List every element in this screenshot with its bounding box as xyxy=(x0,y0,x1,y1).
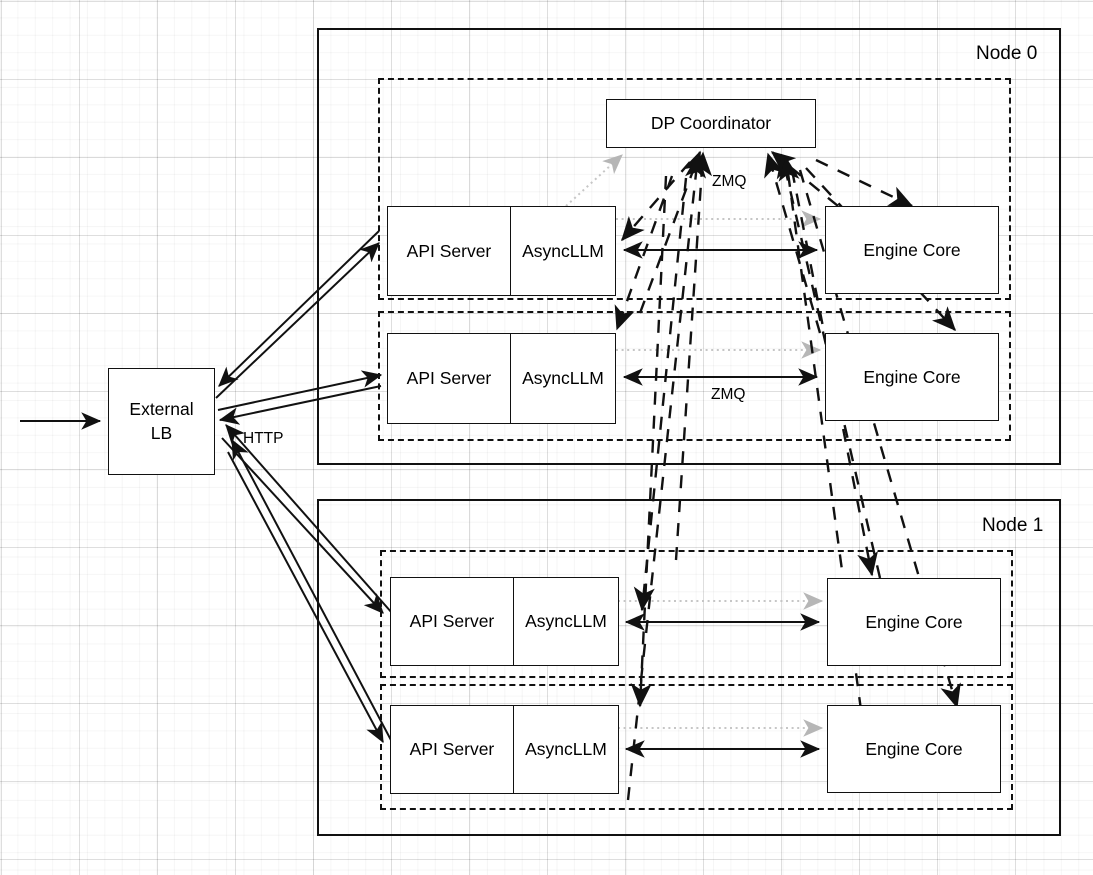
edge-coordinator-to-n0g1-enginecore xyxy=(805,167,956,332)
edge-coordinator-to-n0g1-asyncllm xyxy=(614,175,674,331)
edge-n0g1-api-to-lb xyxy=(218,385,382,425)
edge-n0g1-enginecore-to-coordinator xyxy=(764,152,822,334)
node-0-label: Node 0 xyxy=(976,43,1038,64)
dp-coordinator-box[interactable]: DP Coordinator xyxy=(606,99,816,148)
node-1-group-0-server-unit[interactable]: API Server AsyncLLM xyxy=(390,577,619,666)
node-1-group-0 xyxy=(380,550,1013,678)
api-server-cell[interactable]: API Server xyxy=(388,207,511,295)
edge-lb-to-n1g0-api xyxy=(221,437,384,614)
edge-n1g0-asyncllm-to-coordinator xyxy=(674,151,713,561)
node-1-group-1 xyxy=(380,684,1013,810)
node-0-group-1-server-unit[interactable]: API Server AsyncLLM xyxy=(387,333,616,424)
edge-lb-to-n1g1-api xyxy=(227,451,384,744)
node-0-group-0-server-unit[interactable]: API Server AsyncLLM xyxy=(387,206,616,296)
edge-lb-to-n0g1-api xyxy=(217,370,383,411)
edge-n1g0-api-to-lb xyxy=(225,424,393,614)
edge-n0g1-asyncllm-to-coordinator xyxy=(638,150,703,314)
node-1-container xyxy=(317,499,1061,836)
zmq-label-second: ZMQ xyxy=(711,386,746,403)
edge-lb-to-n0g0-api xyxy=(215,242,380,399)
edge-coordinator-to-n1g0-enginecore xyxy=(790,169,878,577)
asyncllm-cell[interactable]: AsyncLLM xyxy=(525,739,607,759)
external-lb-label-line1: External xyxy=(129,399,194,420)
zmq-label-top: ZMQ xyxy=(712,173,747,190)
edge-coordinator-to-n1g1-asyncllm xyxy=(630,175,668,708)
node-1-group-1-engine-core[interactable]: Engine Core xyxy=(827,705,1001,793)
external-lb-label-line2: LB xyxy=(150,422,173,443)
node-0-container xyxy=(317,28,1061,465)
edge-coordinator-to-n0g0-asyncllm xyxy=(621,161,691,242)
asyncllm-cell[interactable]: AsyncLLM xyxy=(522,240,604,261)
edge-coordinator-to-n0g0-enginecore xyxy=(815,158,914,208)
asyncllm-cell[interactable]: AsyncLLM xyxy=(525,611,607,631)
node-1-group-0-engine-core[interactable]: Engine Core xyxy=(827,578,1001,666)
api-server-cell[interactable]: API Server xyxy=(388,334,511,423)
edge-n1g1-api-to-lb xyxy=(231,438,393,743)
node-1-group-1-server-unit[interactable]: API Server AsyncLLM xyxy=(390,705,619,794)
edge-n0g0-api-to-lb xyxy=(218,230,380,387)
node-0-group-1-engine-core[interactable]: Engine Core xyxy=(825,333,999,421)
api-server-cell[interactable]: API Server xyxy=(391,578,514,665)
node-1-label: Node 1 xyxy=(982,515,1044,536)
asyncllm-cell[interactable]: AsyncLLM xyxy=(522,368,604,388)
node-0-group-1 xyxy=(378,311,1011,441)
api-server-cell[interactable]: API Server xyxy=(391,706,514,793)
http-edge-label: HTTP xyxy=(243,430,284,447)
edge-n0g0-asyncllm-to-coordinator-dotted xyxy=(565,154,623,207)
edge-n1g1-enginecore-to-coordinator xyxy=(778,156,863,711)
node-0-group-0-engine-core[interactable]: Engine Core xyxy=(825,206,999,294)
node-0-group-0 xyxy=(378,78,1011,300)
external-lb-box[interactable]: External LB xyxy=(108,368,215,475)
